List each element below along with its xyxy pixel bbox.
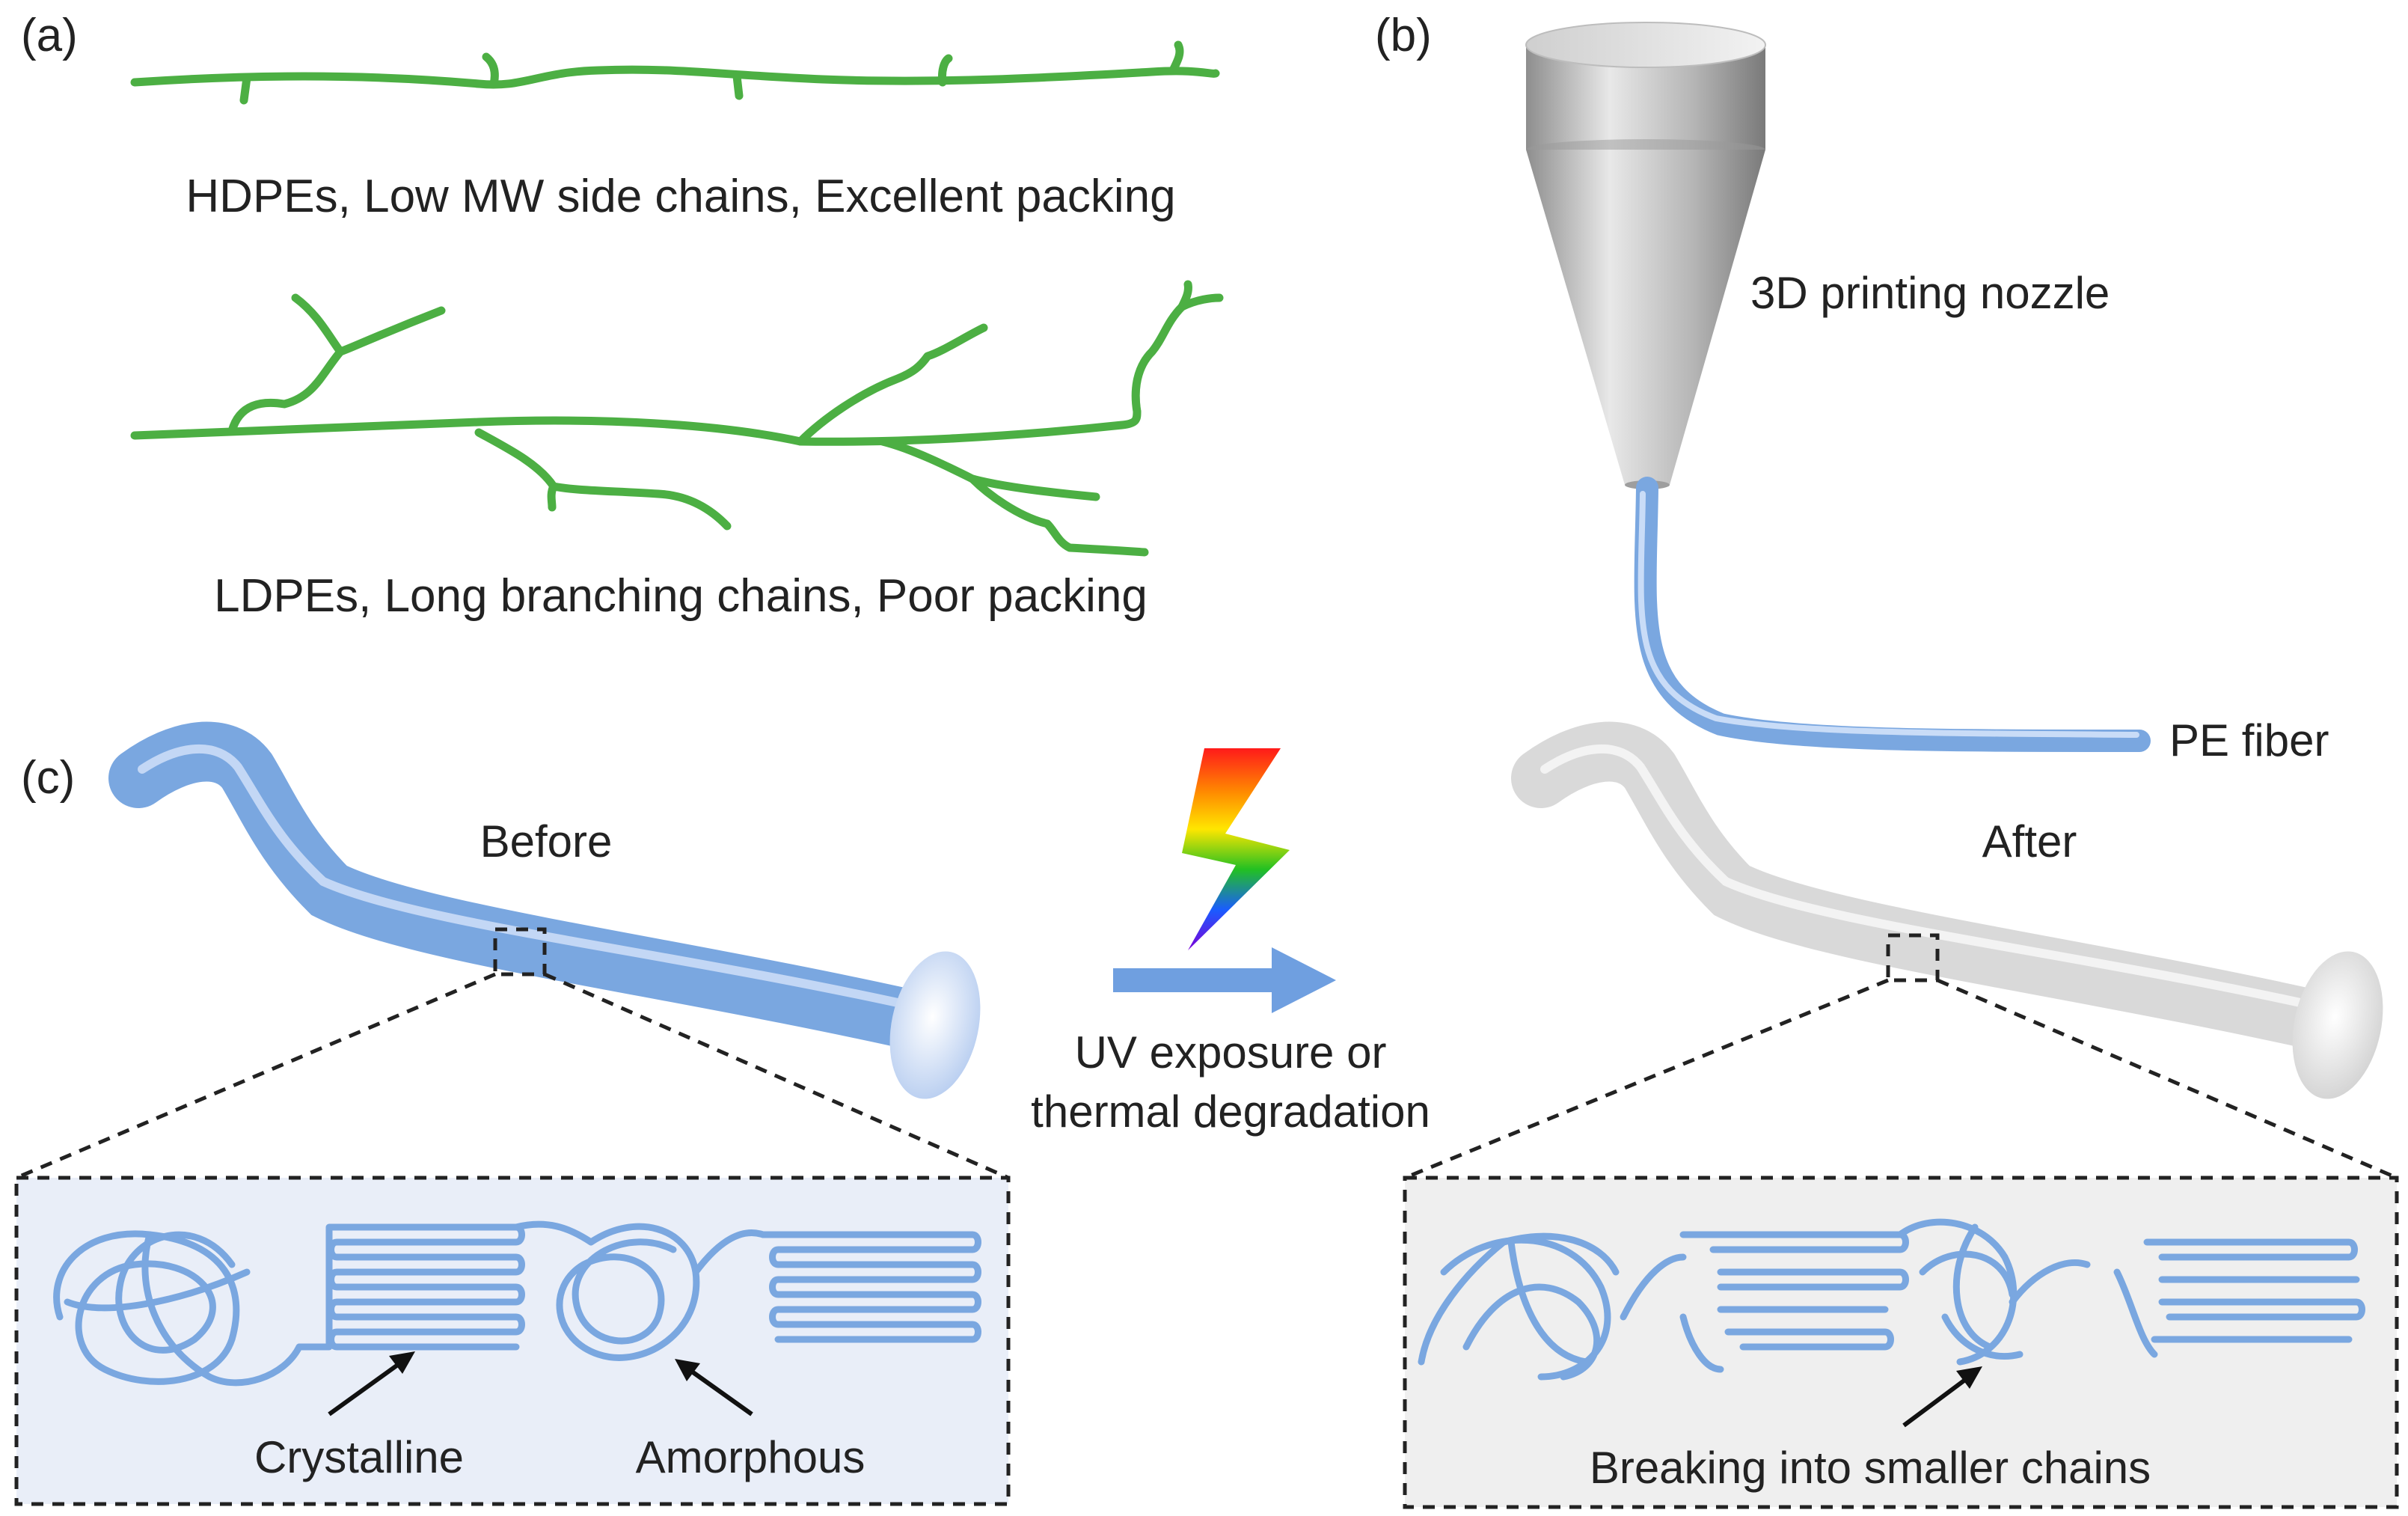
nozzle-label: 3D printing nozzle [1750, 268, 2110, 318]
process-line2: thermal degradation [1031, 1086, 1430, 1137]
ldpe-chain [130, 280, 1224, 557]
amorphous-arrow [675, 1359, 753, 1416]
lightning-bolt-icon [1182, 748, 1290, 950]
process-line1: UV exposure or [1075, 1027, 1387, 1078]
panel-b-tag: (b) [1375, 10, 1432, 61]
hdpe-chain [130, 40, 1220, 105]
crystalline-arrow [328, 1351, 415, 1416]
pe-fiber [1634, 477, 2151, 752]
before-label: Before [480, 816, 613, 866]
after-label: After [1982, 816, 2077, 866]
fiber-before [108, 721, 981, 1099]
amorphous-label: Amorphous [636, 1432, 866, 1482]
fiber-label: PE fiber [2169, 715, 2329, 765]
after-molecule-chains [1418, 1218, 2365, 1381]
printing-nozzle [1525, 22, 1766, 489]
right-arrow-icon [1113, 947, 1336, 1013]
panel-c-tag: (c) [21, 752, 75, 804]
fiber-after [1511, 721, 2383, 1099]
breaking-arrow [1902, 1366, 1982, 1428]
before-zoom-guides [16, 927, 1010, 1180]
hdpe-caption: HDPEs, Low MW side chains, Excellent pac… [186, 171, 1175, 222]
before-inset: Crystalline Amorphous [14, 1176, 1011, 1506]
panel-b: (b) 3D printing nozzle PE fiber [1375, 10, 2329, 765]
breaking-label: Breaking into smaller chains [1590, 1443, 2151, 1493]
crystalline-label: Crystalline [254, 1432, 464, 1482]
before-molecule-chain [53, 1220, 981, 1387]
after-inset: Breaking into smaller chains [1403, 1176, 2399, 1509]
ldpe-caption: LDPEs, Long branching chains, Poor packi… [214, 570, 1148, 622]
panel-c: (c) Before [14, 721, 2399, 1509]
panel-a: (a) HDPEs, Low MW side chains, Excellent… [21, 10, 1224, 622]
after-zoom-guides [1404, 933, 2398, 1180]
panel-a-tag: (a) [21, 10, 78, 61]
